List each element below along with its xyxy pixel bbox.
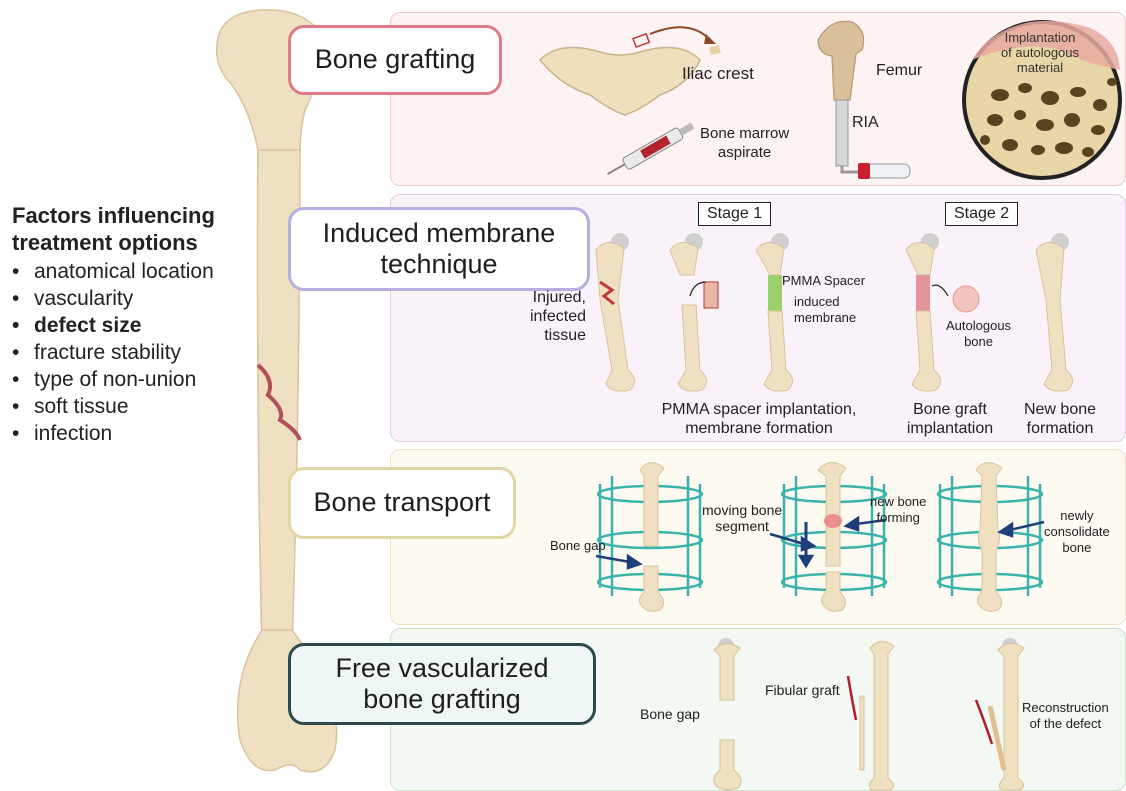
label-reconstruction-line1: Reconstruction [1022,700,1109,716]
label-fibular-graft: Fibular graft [765,682,840,698]
label-bone-gap-free: Bone gap [640,706,700,722]
fibula-graft-femur [860,641,894,790]
reconstruction-graft [990,706,1004,770]
fibular-graft-vessel [848,676,856,720]
label-reconstruction: Reconstruction of the defect [1022,700,1109,732]
label-reconstruction-line2: of the defect [1022,716,1109,732]
gap-femur [714,638,741,790]
